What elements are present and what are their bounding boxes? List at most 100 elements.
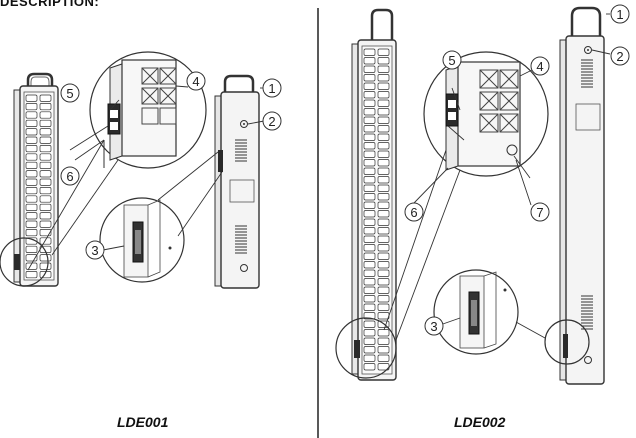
- callout-left-3: 3: [91, 243, 98, 258]
- led-cell: [377, 210, 390, 218]
- led-cell: [25, 212, 38, 220]
- led-cell: [39, 203, 52, 211]
- lde002-callouts: 1 2 3 4 5 6 7: [404, 4, 630, 336]
- led-cell: [39, 94, 52, 102]
- led-cell: [39, 237, 52, 245]
- led-cell: [39, 170, 52, 178]
- led-cell: [377, 142, 390, 150]
- led-cell: [39, 103, 52, 111]
- lde001-zoom-top: [89, 51, 207, 169]
- model-label-lde002: LDE002: [454, 414, 506, 430]
- led-cell: [363, 201, 376, 209]
- led-cell: [25, 245, 38, 253]
- led-cell: [25, 145, 38, 153]
- lde002-zoom-top: [423, 51, 549, 177]
- led-cell: [25, 195, 38, 203]
- led-cell: [363, 142, 376, 150]
- led-cell: [363, 363, 376, 371]
- led-cell: [363, 235, 376, 243]
- led-cell: [39, 212, 52, 220]
- led-cell: [377, 295, 390, 303]
- led-cell: [377, 261, 390, 269]
- led-cell: [377, 91, 390, 99]
- led-cell: [39, 153, 52, 161]
- led-cell: [377, 57, 390, 65]
- led-cell: [363, 108, 376, 116]
- led-cell: [363, 261, 376, 269]
- led-cell: [377, 108, 390, 116]
- lde002-back-lamp: [559, 6, 605, 385]
- led-cell: [377, 312, 390, 320]
- led-cell: [25, 237, 38, 245]
- led-cell: [377, 329, 390, 337]
- lde001-leader-lines: [27, 85, 265, 271]
- led-cell: [377, 65, 390, 73]
- led-cell: [25, 170, 38, 178]
- led-cell: [377, 176, 390, 184]
- callout-right-7: 7: [536, 205, 543, 220]
- callout-left-6: 6: [66, 169, 73, 184]
- callout-right-6: 6: [410, 205, 417, 220]
- led-cell: [363, 91, 376, 99]
- led-cell: [363, 82, 376, 90]
- led-cell: [363, 312, 376, 320]
- led-cell: [377, 244, 390, 252]
- led-cell: [363, 167, 376, 175]
- led-cell: [363, 269, 376, 277]
- page-heading: DESCRIPTION:: [0, 0, 100, 9]
- led-cell: [377, 150, 390, 158]
- lde002-magnifier-circles: [335, 317, 590, 379]
- led-cell: [39, 178, 52, 186]
- led-cell: [25, 229, 38, 237]
- led-cell: [377, 133, 390, 141]
- led-cell: [377, 218, 390, 226]
- led-cell: [377, 184, 390, 192]
- led-cell: [377, 346, 390, 354]
- led-cell: [377, 99, 390, 107]
- led-cell: [377, 354, 390, 362]
- led-cell: [363, 320, 376, 328]
- led-cell: [363, 337, 376, 345]
- led-cell: [39, 161, 52, 169]
- lde002-leader-lines: [383, 13, 611, 341]
- callout-right-1: 1: [616, 7, 623, 22]
- led-cell: [363, 48, 376, 56]
- led-cell: [25, 119, 38, 127]
- led-cell: [363, 278, 376, 286]
- led-cell: [39, 111, 52, 119]
- led-cell: [363, 244, 376, 252]
- led-cell: [377, 303, 390, 311]
- led-cell: [25, 103, 38, 111]
- led-cell: [377, 337, 390, 345]
- led-cell: [25, 262, 38, 270]
- led-cell: [377, 48, 390, 56]
- led-cell: [39, 262, 52, 270]
- led-cell: [377, 201, 390, 209]
- led-cell: [39, 128, 52, 136]
- led-cell: [363, 329, 376, 337]
- callout-right-5: 5: [448, 53, 455, 68]
- model-label-lde001: LDE001: [117, 414, 169, 430]
- led-cell: [39, 220, 52, 228]
- led-cell: [363, 116, 376, 124]
- led-cell: [377, 252, 390, 260]
- led-cell: [39, 254, 52, 262]
- led-cell: [25, 94, 38, 102]
- led-cell: [25, 178, 38, 186]
- led-cell: [25, 187, 38, 195]
- led-cell: [363, 354, 376, 362]
- led-cell: [363, 176, 376, 184]
- led-cell: [377, 159, 390, 167]
- led-cell: [25, 203, 38, 211]
- lde001-back-lamp: [214, 74, 260, 289]
- callout-left-2: 2: [268, 114, 275, 129]
- led-cell: [363, 184, 376, 192]
- led-cell: [377, 278, 390, 286]
- led-cell: [25, 111, 38, 119]
- led-cell: [39, 145, 52, 153]
- lde001-front-lamp: [13, 72, 59, 287]
- lde001-callouts: 1 2 3 4 5 6: [60, 71, 282, 260]
- led-cell: [363, 210, 376, 218]
- led-cell: [377, 269, 390, 277]
